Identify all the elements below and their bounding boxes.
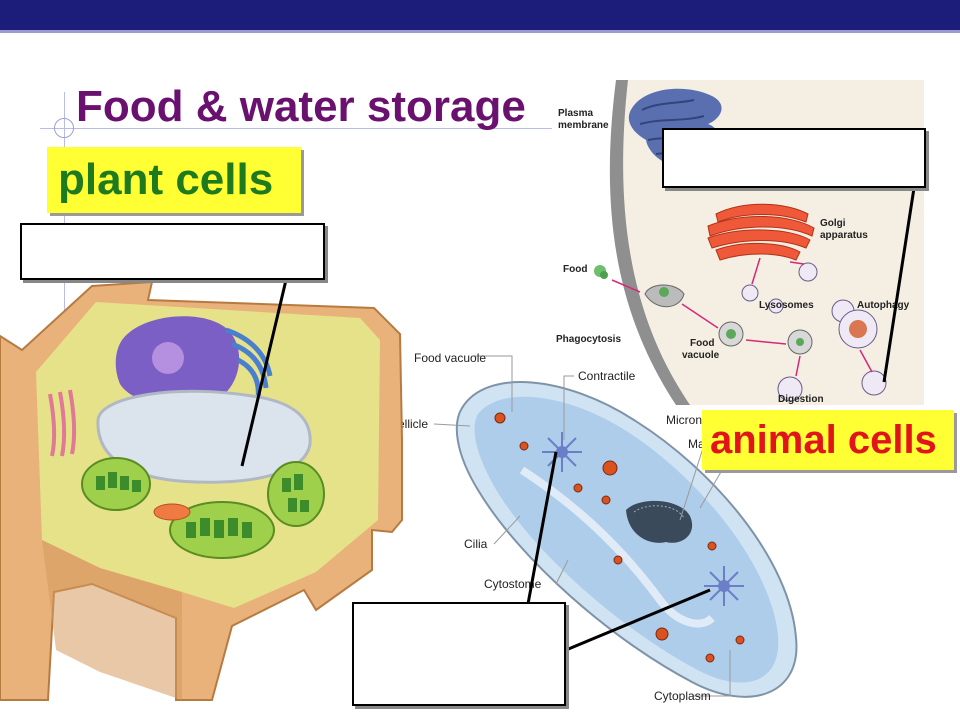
golgi-plant bbox=[48, 389, 77, 457]
er-folds bbox=[639, 99, 705, 155]
food-particle bbox=[594, 265, 608, 279]
process-arrows bbox=[611, 257, 873, 377]
paramecium-diagram: Food vacuole Contractile Pellicle Micron… bbox=[390, 351, 798, 703]
label-digestion: Digestion bbox=[778, 394, 824, 405]
vesicles bbox=[741, 262, 887, 402]
label-food: Food bbox=[563, 264, 587, 275]
callout-lines bbox=[240, 187, 916, 652]
chloroplast-1 bbox=[81, 457, 151, 511]
decor-crosshair-icon bbox=[54, 118, 74, 138]
phagocytosis-cup bbox=[644, 284, 685, 308]
label-lysosomes: Lysosomes bbox=[759, 300, 814, 311]
top-bar bbox=[0, 0, 960, 30]
decor-horizontal-line bbox=[40, 128, 580, 129]
cell-wall-inner-shade bbox=[42, 540, 182, 700]
nucleolus bbox=[152, 342, 184, 374]
oral-groove bbox=[519, 466, 715, 628]
food-vacuole-shape bbox=[718, 321, 744, 347]
label-phagocytosis: Phagocytosis bbox=[556, 334, 621, 345]
slide-title: Food & water storage bbox=[76, 82, 526, 131]
animal-cells-tag: animal cells bbox=[702, 410, 954, 470]
contractile-vacuole-2 bbox=[704, 566, 744, 606]
label-micron: Micron bbox=[666, 413, 702, 427]
label-food-vacuole-1: Food bbox=[690, 338, 714, 349]
label-golgi-2: apparatus bbox=[820, 230, 868, 241]
blank-answer-box-paramecium[interactable] bbox=[352, 602, 566, 706]
plant-cells-tag: plant cells bbox=[47, 147, 301, 213]
blank-answer-box-lysosome[interactable] bbox=[662, 128, 926, 188]
golgi-apparatus bbox=[707, 203, 815, 261]
chloroplast-3 bbox=[267, 461, 325, 527]
macronucleus bbox=[626, 500, 693, 543]
label-food-vacuole: Food vacuole bbox=[414, 351, 486, 365]
label-contractile: Contractile bbox=[578, 369, 636, 383]
plant-cell-diagram bbox=[0, 280, 403, 701]
mitochondrion bbox=[153, 503, 191, 521]
label-golgi-1: Golgi bbox=[820, 218, 846, 229]
food-vacuoles bbox=[494, 412, 745, 663]
top-bar-stripe bbox=[0, 30, 960, 33]
label-ma: Ma bbox=[688, 437, 705, 451]
paramecium-inner bbox=[474, 396, 779, 683]
label-cilia: Cilia bbox=[464, 537, 488, 551]
contractile-vacuole-1 bbox=[542, 432, 582, 472]
chloroplast-2 bbox=[169, 501, 275, 559]
label-food-vacuole-2: vacuole bbox=[682, 350, 720, 361]
label-plasma-membrane-1: Plasma bbox=[558, 108, 593, 119]
label-cytoplasm: Cytoplasm bbox=[654, 689, 711, 703]
plasma-membrane-shape bbox=[609, 80, 690, 405]
label-autophagy: Autophagy bbox=[857, 300, 910, 311]
label-plasma-membrane-2: membrane bbox=[558, 120, 609, 131]
label-cytostome: Cytostome bbox=[484, 577, 542, 591]
blank-answer-box-plant[interactable] bbox=[20, 223, 325, 280]
